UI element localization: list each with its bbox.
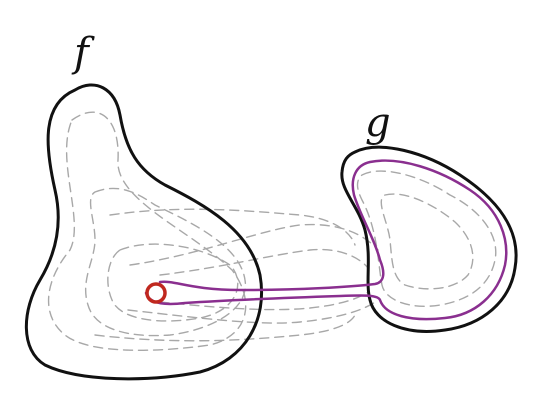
region-g-outline — [340, 145, 518, 333]
region-f-outline — [24, 83, 263, 381]
contour-bridge-mid-lower — [159, 291, 369, 311]
contour-bridge-bottom — [94, 314, 356, 342]
contour-g-inner — [380, 193, 474, 290]
critical-point-ring — [145, 282, 167, 304]
contour-bridge-upper — [129, 223, 379, 266]
connecting-path — [144, 159, 508, 321]
label-g: g — [365, 100, 391, 146]
critical-point — [145, 282, 167, 304]
label-f: f — [71, 30, 95, 76]
contour-bridge-mid-upper — [159, 248, 369, 276]
contour-lines — [47, 111, 497, 351]
contour-g-outer — [356, 170, 497, 307]
contour-bridge-top — [109, 208, 356, 246]
contour-f-outer — [47, 111, 247, 351]
contour-f-inner — [107, 243, 239, 322]
contour-bridge-lower — [127, 299, 379, 324]
contour-f-mid — [84, 187, 246, 337]
